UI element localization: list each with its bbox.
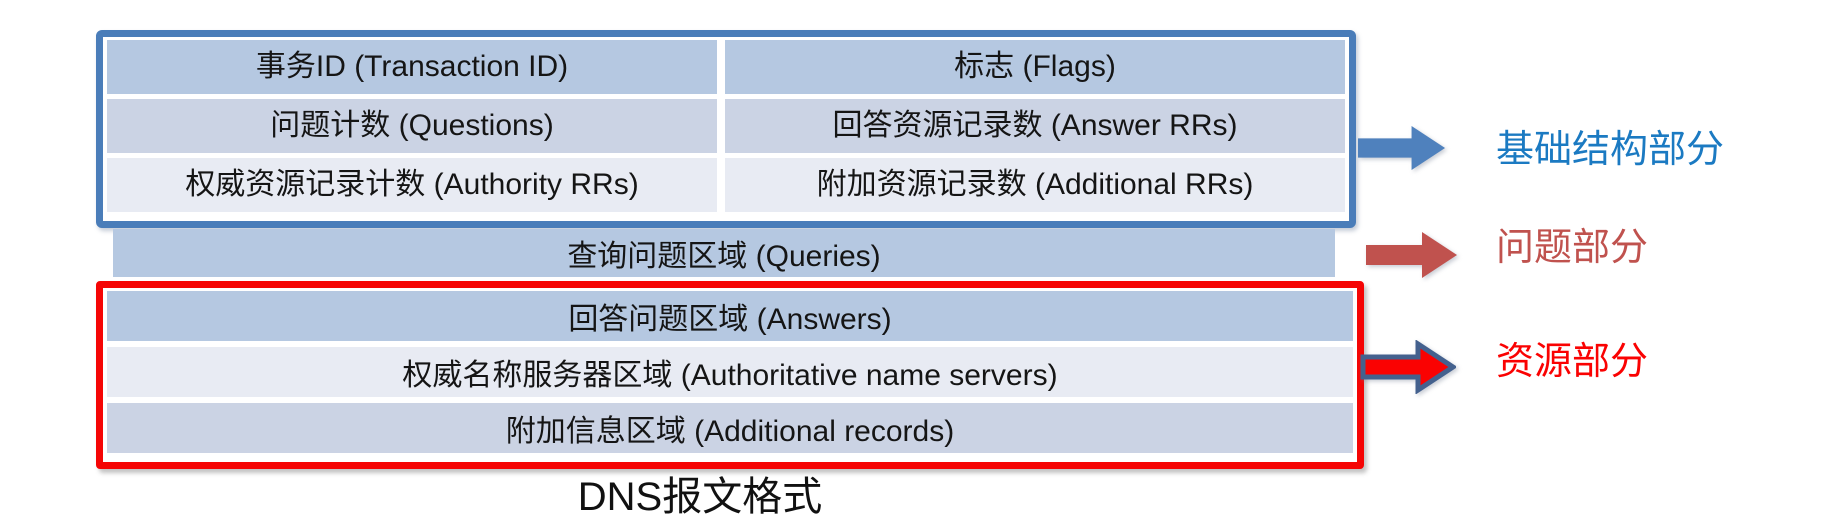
cell-queries: 查询问题区域 (Queries) bbox=[113, 229, 1335, 277]
base-structure-box: 事务ID (Transaction ID) 标志 (Flags) 问题计数 (Q… bbox=[96, 30, 1356, 228]
right-arrow-icon bbox=[1366, 232, 1457, 278]
cell-transaction-id: 事务ID (Transaction ID) bbox=[107, 40, 717, 94]
cell-answer-rrs: 回答资源记录数 (Answer RRs) bbox=[725, 99, 1345, 153]
annotation-base-structure: 基础结构部分 bbox=[1496, 129, 1725, 171]
cell-authority-rrs: 权威资源记录计数 (Authority RRs) bbox=[107, 158, 717, 212]
diagram-caption: DNS报文格式 bbox=[577, 475, 823, 518]
table-row: 事务ID (Transaction ID) 标志 (Flags) bbox=[107, 40, 1345, 94]
annotation-question-part: 问题部分 bbox=[1496, 227, 1649, 269]
cell-additional-records: 附加信息区域 (Additional records) bbox=[107, 403, 1353, 453]
table-row: 问题计数 (Questions) 回答资源记录数 (Answer RRs) bbox=[107, 99, 1345, 153]
cell-flags: 标志 (Flags) bbox=[725, 40, 1345, 94]
annotation-resource-part: 资源部分 bbox=[1496, 341, 1649, 383]
resource-section-box: 回答问题区域 (Answers) 权威名称服务器区域 (Authoritativ… bbox=[96, 281, 1364, 469]
right-arrow-icon bbox=[1358, 126, 1446, 170]
cell-additional-rrs: 附加资源记录数 (Additional RRs) bbox=[725, 158, 1345, 212]
table-row: 权威资源记录计数 (Authority RRs) 附加资源记录数 (Additi… bbox=[107, 158, 1345, 212]
cell-answers: 回答问题区域 (Answers) bbox=[107, 291, 1353, 341]
cell-questions: 问题计数 (Questions) bbox=[107, 99, 717, 153]
right-arrow-icon bbox=[1360, 340, 1456, 394]
cell-authoritative-ns: 权威名称服务器区域 (Authoritative name servers) bbox=[107, 347, 1353, 397]
